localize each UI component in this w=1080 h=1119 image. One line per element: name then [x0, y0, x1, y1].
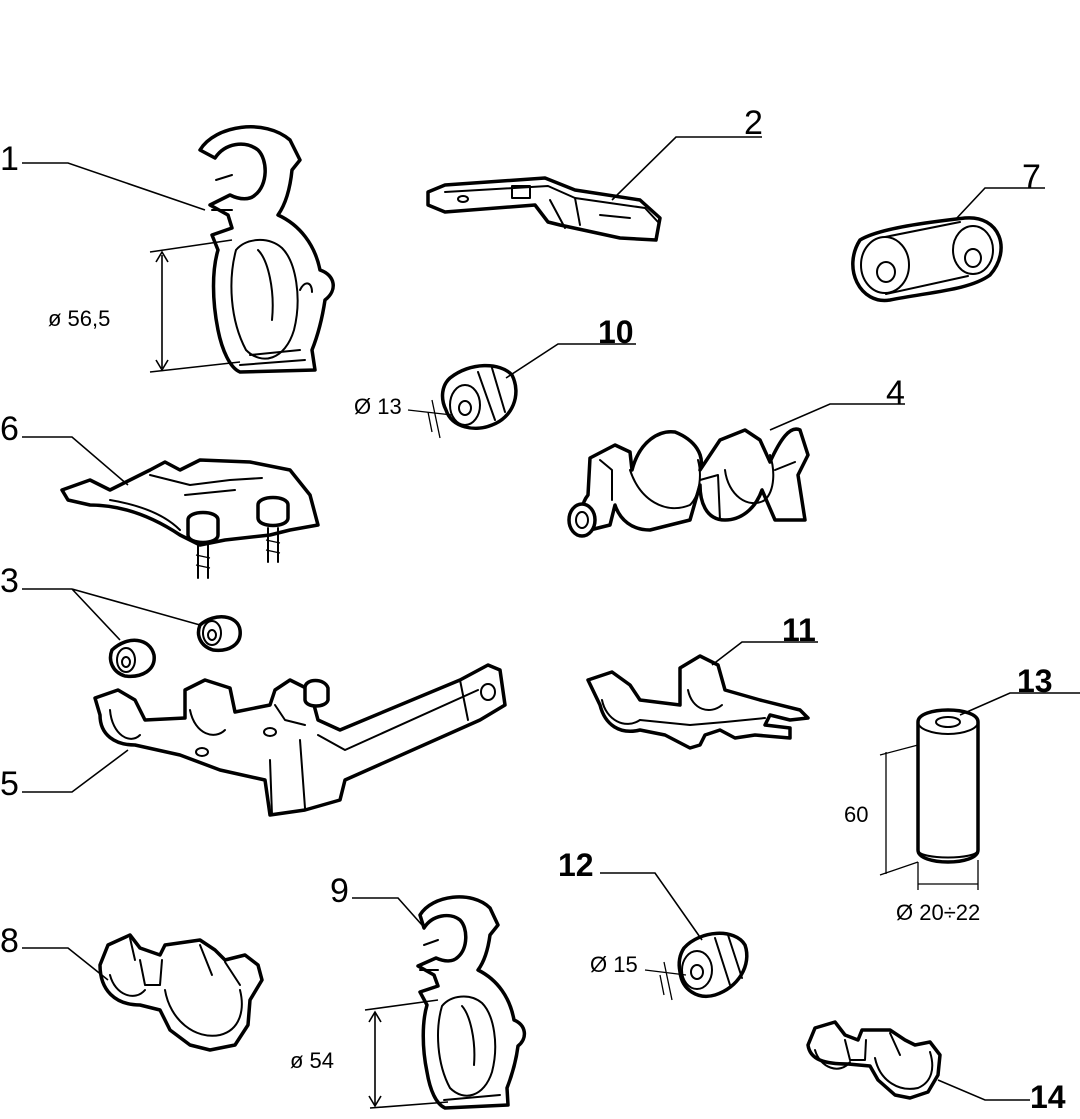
dimension-9: ø 54: [290, 1048, 334, 1073]
part-11-callout: 11: [711, 612, 818, 666]
callout-9: 9: [330, 872, 349, 910]
dimension-1: ø 56,5: [48, 306, 110, 331]
part-7-double-grommet: [851, 216, 1003, 303]
callout-5: 5: [0, 765, 19, 803]
callout-8: 8: [0, 922, 19, 960]
part-9-double-clamp: [416, 895, 527, 1110]
dimension-12: Ø 15: [590, 952, 638, 977]
part-2-callout: 2: [611, 104, 763, 201]
callout-3: 3: [0, 562, 19, 600]
part-6-callout: 6: [0, 410, 129, 486]
callout-12: 12: [558, 847, 594, 883]
part-3-callout: 3: [0, 562, 201, 641]
part-12-callout: 12 Ø 15: [558, 847, 703, 1001]
dimension-13-diameter: Ø 20÷22: [896, 900, 980, 925]
part-8-callout: 8: [0, 922, 109, 981]
part-12-grommet: [677, 931, 749, 998]
part-1-callout: 1 ø 56,5: [0, 140, 241, 373]
part-2-plate-bracket: [426, 176, 662, 242]
part-3-grommets: [108, 615, 242, 679]
part-4-double-clip: [567, 427, 810, 538]
part-14-clip: [806, 1020, 942, 1100]
part-1-double-clamp: [198, 125, 335, 374]
callout-6: 6: [0, 410, 19, 448]
part-13-callout: 13 60 Ø 20÷22: [844, 663, 1080, 925]
part-7-callout: 7: [954, 158, 1045, 221]
callout-14: 14: [1030, 1079, 1066, 1115]
part-10-callout: 10 Ø 13: [354, 314, 636, 439]
part-4-callout: 4: [769, 374, 905, 431]
part-11-clip-bracket: [586, 654, 810, 750]
callout-7: 7: [1022, 158, 1041, 196]
part-9-callout: 9 ø 54: [290, 872, 449, 1109]
part-5-long-bracket: [93, 663, 507, 817]
dimension-10: Ø 13: [354, 394, 402, 419]
part-5-callout: 5: [0, 749, 129, 803]
callout-2: 2: [744, 104, 763, 142]
dimension-13-height: 60: [844, 802, 868, 827]
part-10-grommet: [440, 363, 518, 430]
part-8-hose-clip: [98, 933, 264, 1052]
callout-1: 1: [0, 140, 19, 178]
callout-4: 4: [886, 374, 905, 412]
part-6-stud-plate: [60, 458, 320, 579]
part-13-sleeve: [916, 708, 980, 864]
part-14-callout: 14: [937, 1079, 1066, 1115]
